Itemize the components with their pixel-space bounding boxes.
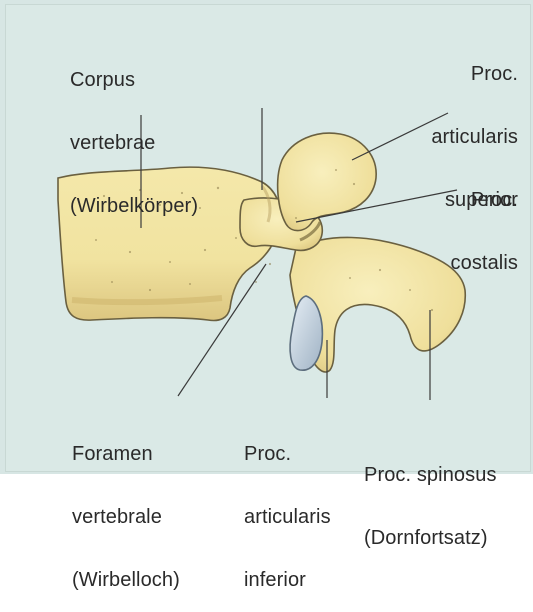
label-proc-costalis: Proc. costalis [420, 148, 518, 295]
label-corpus-vertebrae: Corpus vertebrae (Wirbelkörper) [70, 28, 198, 238]
label-foramen-vertebrale: Foramen vertebrale (Wirbelloch) [72, 402, 180, 612]
label-proc-spinosus: Proc. spinosus (Dornfortsatz) [364, 423, 497, 570]
label-proc-articularis-inferior: Proc. articularis inferior [244, 402, 331, 612]
